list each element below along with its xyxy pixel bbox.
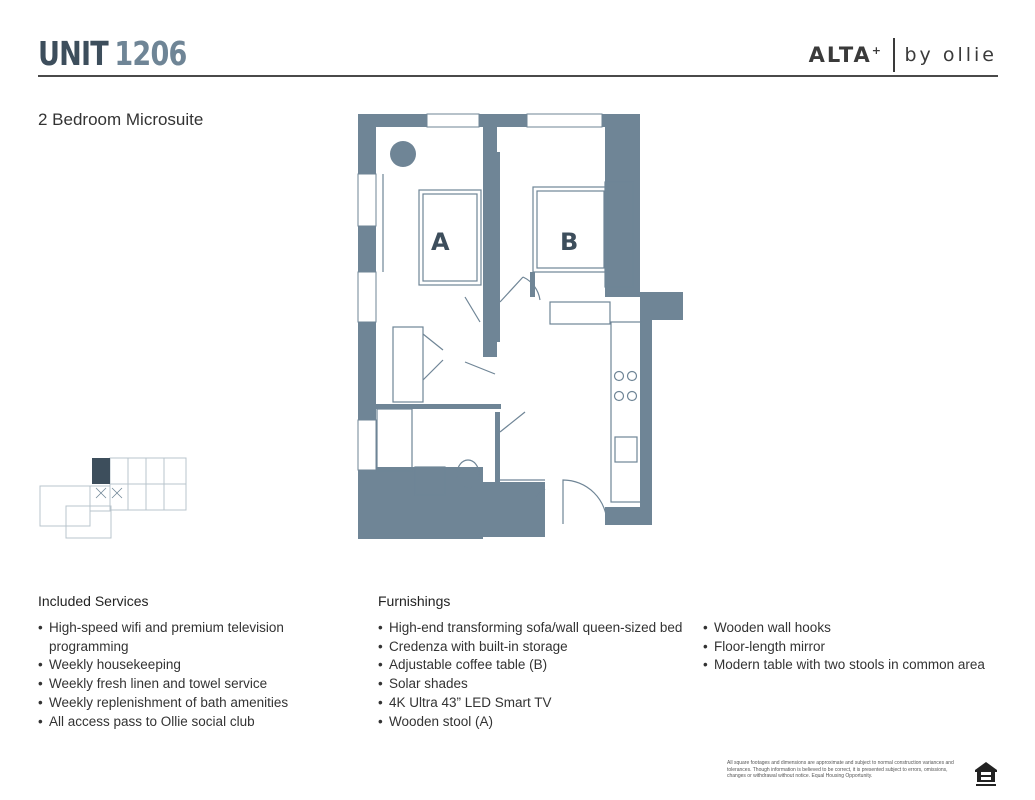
list-item: 4K Ultra 43” LED Smart TV — [378, 694, 703, 713]
unit-number: 1206 — [114, 34, 187, 73]
list-item: Solar shades — [378, 675, 703, 694]
room-labels: A B — [431, 228, 578, 256]
list-item: Weekly housekeeping — [38, 656, 308, 675]
brand-alta: ALTA+ — [808, 43, 881, 67]
list-item: Floor-length mirror — [703, 638, 1003, 657]
header-rule — [38, 75, 998, 77]
room-b-label: B — [560, 228, 578, 256]
plan-fixtures — [376, 141, 642, 525]
unit-type: 2 Bedroom Microsuite — [38, 110, 204, 129]
legal-disclaimer: All square footages and dimensions are a… — [727, 760, 954, 779]
services-list: High-speed wifi and premium television p… — [38, 619, 308, 731]
key-plan — [39, 457, 187, 539]
unit-word: UNIT — [38, 34, 109, 73]
list-item: High-speed wifi and premium television p… — [38, 619, 308, 656]
room-a-label: A — [431, 228, 450, 256]
list-item: Wooden stool (A) — [378, 713, 703, 732]
brand-divider — [893, 38, 895, 72]
list-item: Weekly fresh linen and towel service — [38, 675, 308, 694]
floor-plan: A B — [357, 113, 683, 539]
brand-logo: ALTA+ by ollie — [809, 38, 997, 72]
plan-windows — [357, 113, 603, 471]
list-item: Weekly replenishment of bath amenities — [38, 694, 308, 713]
furnishings-list-2: Wooden wall hooks Floor-length mirror Mo… — [703, 619, 1003, 675]
equal-housing-icon — [975, 762, 997, 786]
list-item: Wooden wall hooks — [703, 619, 1003, 638]
list-item: All access pass to Ollie social club — [38, 713, 308, 732]
furnishings-heading: Furnishings — [378, 593, 451, 609]
list-item: High-end transforming sofa/wall queen-si… — [378, 619, 703, 638]
list-item: Modern table with two stools in common a… — [703, 656, 1003, 675]
furnishings-list-1: High-end transforming sofa/wall queen-si… — [378, 619, 703, 731]
list-item: Credenza with built-in storage — [378, 638, 703, 657]
services-heading: Included Services — [38, 593, 149, 609]
brand-by-ollie: by ollie — [904, 44, 997, 66]
list-item: Adjustable coffee table (B) — [378, 656, 703, 675]
key-plan-highlight — [92, 458, 110, 484]
